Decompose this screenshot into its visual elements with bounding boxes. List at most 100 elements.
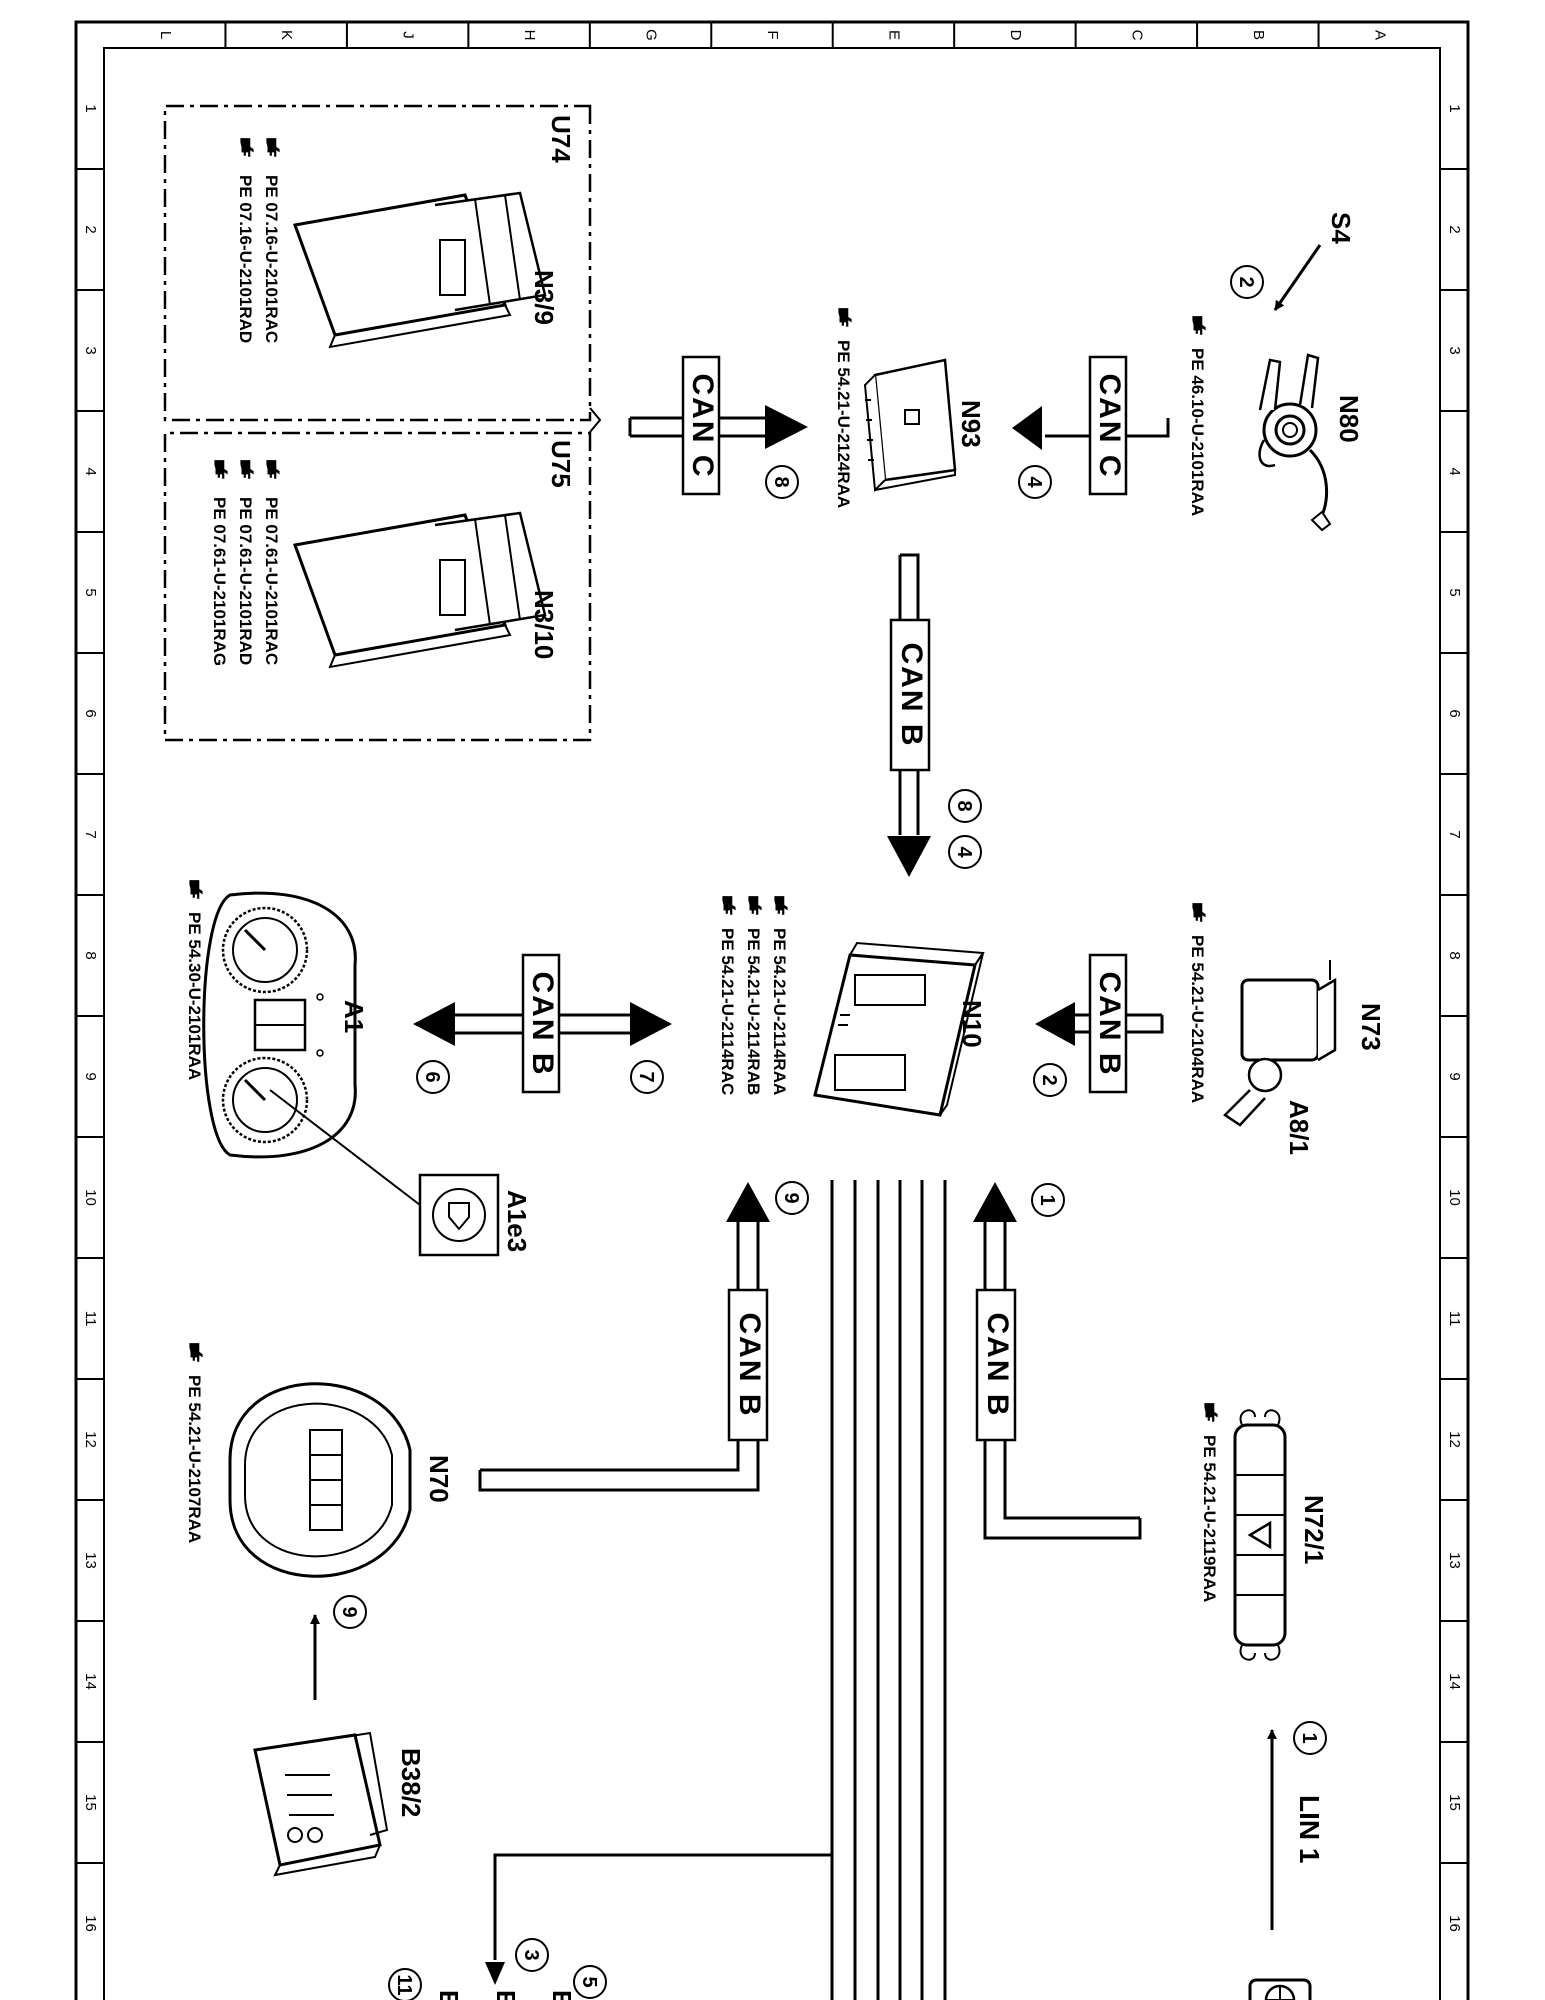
u74-label: U74	[546, 115, 576, 163]
n3-10-label: N3/10	[529, 590, 559, 659]
grid-row-label: 6	[82, 709, 99, 717]
svg-text:2: 2	[1038, 1074, 1060, 1085]
marker-3: 3	[515, 1938, 549, 1972]
grid-row-label: 4	[82, 467, 99, 475]
grid-row-label: 8	[82, 951, 99, 959]
svg-text:6: 6	[421, 1071, 443, 1082]
b38-2-label: B38/2	[396, 1748, 426, 1817]
grid-row-label: 12	[1446, 1431, 1463, 1448]
grid-col-label: G	[643, 29, 660, 41]
svg-text:PE 54.21-U-2114RAB: PE 54.21-U-2114RAB	[744, 928, 763, 1095]
grid-row-label: 11	[1446, 1311, 1463, 1327]
svg-text:PE 54.21-U-2114RAC: PE 54.21-U-2114RAC	[718, 928, 737, 1095]
a1-label: A1	[339, 1000, 369, 1033]
svg-text:PE 54.21-U-2124RAA: PE 54.21-U-2124RAA	[834, 340, 853, 508]
n73-ref: PE 54.21-U-2104RAA	[1188, 903, 1207, 1103]
marker-2: 2	[1033, 1063, 1067, 1097]
grid-row-label: 6	[1446, 709, 1463, 717]
grid-row-label: 15	[82, 1794, 99, 1811]
svg-text:PE 07.61-U-2101RAD: PE 07.61-U-2101RAD	[236, 497, 255, 665]
grid-row-label: 16	[1446, 1915, 1463, 1932]
n93-central-gateway	[863, 358, 957, 493]
grid-col-label: K	[278, 30, 295, 40]
grid-row-label: 14	[1446, 1673, 1463, 1690]
marker-11: 11	[388, 1968, 422, 2000]
a1-instrument-cluster	[202, 891, 357, 1159]
svg-text:7: 7	[635, 1071, 657, 1082]
grid-row-label: 15	[1446, 1794, 1463, 1811]
svg-text:PE 54.21-U-2107RAA: PE 54.21-U-2107RAA	[185, 1375, 204, 1543]
marker-1-lin: 1	[1293, 1721, 1327, 1755]
svg-text:9: 9	[780, 1192, 802, 1203]
grid-row-label: 2	[1446, 225, 1463, 233]
grid-col-label: J	[400, 31, 417, 39]
n72-1-label: N72/1	[1299, 1495, 1329, 1564]
trunk-arrow-3	[485, 1962, 505, 1985]
n93-ref: PE 54.21-U-2124RAA	[834, 308, 853, 508]
svg-text:11: 11	[393, 1974, 415, 1995]
svg-text:LIN 1: LIN 1	[1294, 1795, 1325, 1863]
marker-6: 6	[416, 1060, 450, 1094]
cut-letter-e-3: E	[434, 1990, 464, 2000]
svg-text:PE 07.61-U-2101RAG: PE 07.61-U-2101RAG	[210, 497, 229, 666]
n72-1-ref: PE 54.21-U-2119RAA	[1200, 1403, 1219, 1602]
svg-text:PE 54.21-U-2119RAA: PE 54.21-U-2119RAA	[1200, 1435, 1219, 1602]
n10-refs: PE 54.21-U-2114RAA PE 54.21-U-2114RAB PE…	[718, 896, 789, 1095]
svg-text:CAN B: CAN B	[895, 643, 928, 748]
grid-row-label: 8	[1446, 951, 1463, 959]
a1e3-label: A1e3	[502, 1190, 532, 1252]
svg-text:CAN B: CAN B	[981, 1313, 1014, 1418]
svg-text:1: 1	[1036, 1194, 1058, 1205]
svg-text:PE 07.61-U-2101RAC: PE 07.61-U-2101RAC	[262, 497, 281, 665]
b38-2-rain-light-sensor	[253, 1731, 389, 1877]
grid-row-label: 14	[82, 1673, 99, 1690]
grid-row-label: 1	[82, 104, 99, 112]
lin-1-partial-component	[1248, 1978, 1312, 2000]
svg-text:CAN C: CAN C	[686, 374, 719, 479]
svg-text:CAN B: CAN B	[526, 972, 559, 1077]
a1e3-leader	[269, 1089, 421, 1206]
s4-pointer-arrow	[1273, 244, 1322, 311]
n80-steering-switch	[1258, 353, 1332, 532]
grid-row-label: 9	[82, 1072, 99, 1080]
marker-1: 1	[1031, 1183, 1065, 1217]
svg-text:PE 46.10-U-2101RAA: PE 46.10-U-2101RAA	[1188, 348, 1207, 516]
u75-label: U75	[546, 440, 576, 488]
n3-10-refs: PE 07.61-U-2101RAC PE 07.61-U-2101RAD PE…	[210, 460, 281, 666]
grid-col-label: A	[1371, 30, 1388, 40]
grid-col-label: D	[1007, 30, 1024, 41]
grid-row-label: 12	[82, 1431, 99, 1448]
marker-5: 5	[573, 1965, 607, 1999]
can-b-n73-n10: CAN B	[1035, 953, 1164, 1094]
can-c-ecu-n93: CAN C	[628, 355, 808, 496]
grid-col-label: E	[885, 30, 902, 40]
marker-9-b38: 9	[333, 1595, 367, 1629]
n93-label: N93	[956, 400, 986, 448]
svg-text:8: 8	[770, 476, 792, 487]
grid-row-label: 3	[1446, 346, 1463, 354]
marker-4-n93: 4	[1018, 465, 1052, 499]
n73-label: N73	[1356, 1003, 1386, 1051]
a8-1-label: A8/1	[1284, 1100, 1314, 1155]
svg-text:PE 07.16-U-2101RAC: PE 07.16-U-2101RAC	[262, 175, 281, 343]
a1e3-indicator	[418, 1173, 500, 1257]
grid-row-label: 10	[82, 1189, 99, 1206]
svg-text:3: 3	[520, 1949, 542, 1960]
n72-1-control-panel	[1233, 1409, 1287, 1661]
svg-text:PE 54.30-U-2101RAA: PE 54.30-U-2101RAA	[185, 912, 204, 1080]
grid-col-label: B	[1250, 30, 1267, 40]
grid-row-label: 10	[1446, 1189, 1463, 1206]
svg-text:PE 54.21-U-2114RAA: PE 54.21-U-2114RAA	[770, 928, 789, 1095]
svg-text:8: 8	[953, 800, 975, 811]
can-c-n80-n93: CAN C	[1012, 355, 1170, 496]
n10-sam-module	[813, 941, 985, 1117]
n70-overhead-panel	[228, 1382, 412, 1578]
svg-text:4: 4	[953, 846, 975, 858]
cut-letter-e-1: E	[547, 1990, 577, 2000]
grid-row-label: 1	[1446, 104, 1463, 112]
n80-label: N80	[1334, 395, 1364, 443]
lin-1-bus: LIN 1	[1267, 1729, 1325, 1930]
n3-9-engine-ecu	[292, 191, 547, 349]
marker-8-can-b: 8	[948, 789, 982, 823]
